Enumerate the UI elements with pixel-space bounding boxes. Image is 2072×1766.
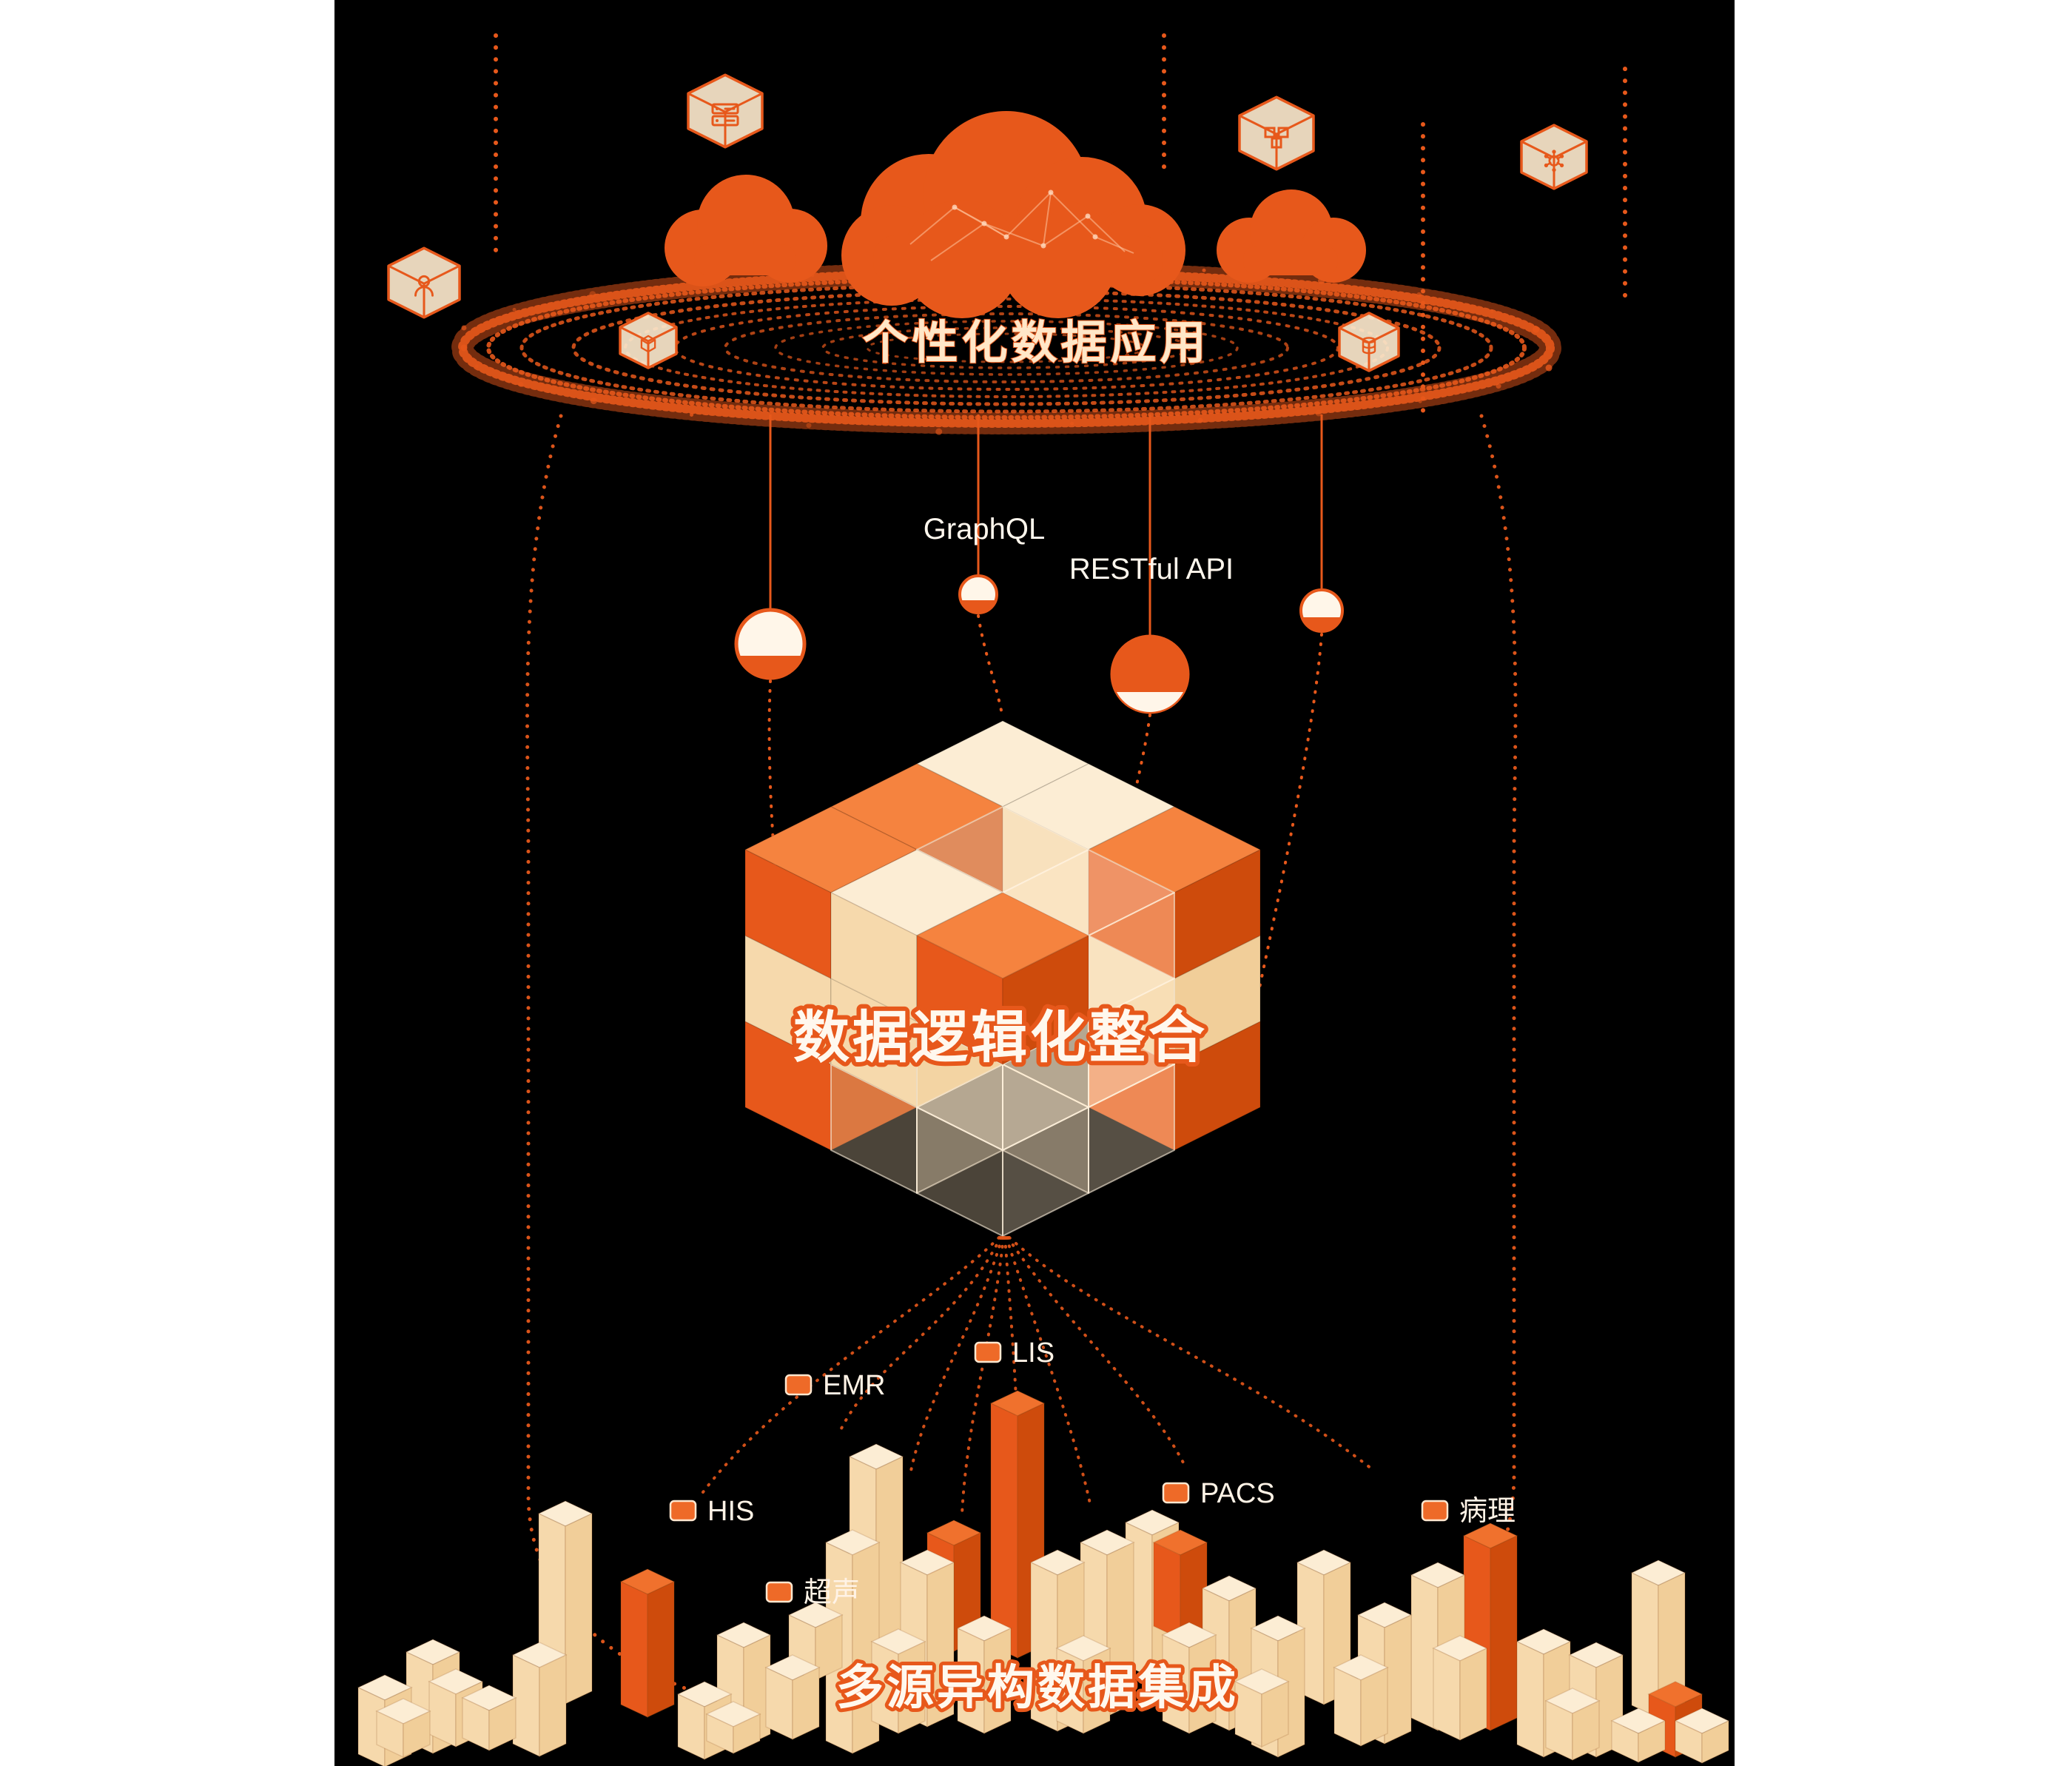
pacs-label: PACS xyxy=(1200,1478,1275,1509)
source-label-pathology: 病理 xyxy=(1421,1496,1516,1527)
emr-label: EMR xyxy=(823,1370,885,1401)
bottom-title: 多源异构数据集成 xyxy=(836,1661,1239,1714)
source-label-emr: EMR xyxy=(784,1370,885,1401)
pacs-bullet-icon xyxy=(1162,1482,1190,1504)
source-system-labels: LIS EMR HIS PACS 病理 超声 xyxy=(669,1337,1516,1608)
cloud-cluster xyxy=(665,111,1366,318)
user-cube-icon xyxy=(387,246,461,319)
modules-cube-icon xyxy=(1238,95,1315,171)
lis-bullet-icon xyxy=(974,1341,1002,1363)
floating-cube-icons xyxy=(387,73,1588,372)
pathology-bullet-icon xyxy=(1421,1500,1449,1522)
fan-connector-curves xyxy=(702,1236,1376,1526)
api-drop-lines xyxy=(734,414,1344,1080)
restful-api-label: RESTful API xyxy=(1069,553,1234,585)
chip-cube-icon xyxy=(1520,124,1588,190)
source-label-pacs: PACS xyxy=(1162,1478,1275,1509)
source-label-his: HIS xyxy=(669,1496,754,1527)
source-label-ultrasound: 超声 xyxy=(765,1577,860,1608)
database-cube-icon xyxy=(1338,312,1400,372)
ultrasound-label: 超声 xyxy=(804,1577,860,1608)
his-label: HIS xyxy=(707,1496,754,1527)
ultrasound-bullet-icon xyxy=(765,1581,793,1603)
top-title: 个性化数据应用 xyxy=(862,318,1209,369)
isometric-bar-city xyxy=(357,1390,1730,1766)
source-label-lis: LIS xyxy=(974,1337,1054,1369)
middle-title: 数据逻辑化整合 xyxy=(793,1007,1208,1070)
graphql-label: GraphQL xyxy=(924,513,1046,545)
pathology-label: 病理 xyxy=(1459,1496,1516,1527)
top-dotted-lines xyxy=(494,33,1627,413)
data-cube xyxy=(744,720,1261,1237)
server-cube-icon xyxy=(687,73,764,149)
his-bullet-icon xyxy=(669,1500,697,1522)
box-cube-icon xyxy=(619,312,678,369)
lis-label: LIS xyxy=(1012,1337,1054,1369)
emr-bullet-icon xyxy=(784,1374,813,1396)
